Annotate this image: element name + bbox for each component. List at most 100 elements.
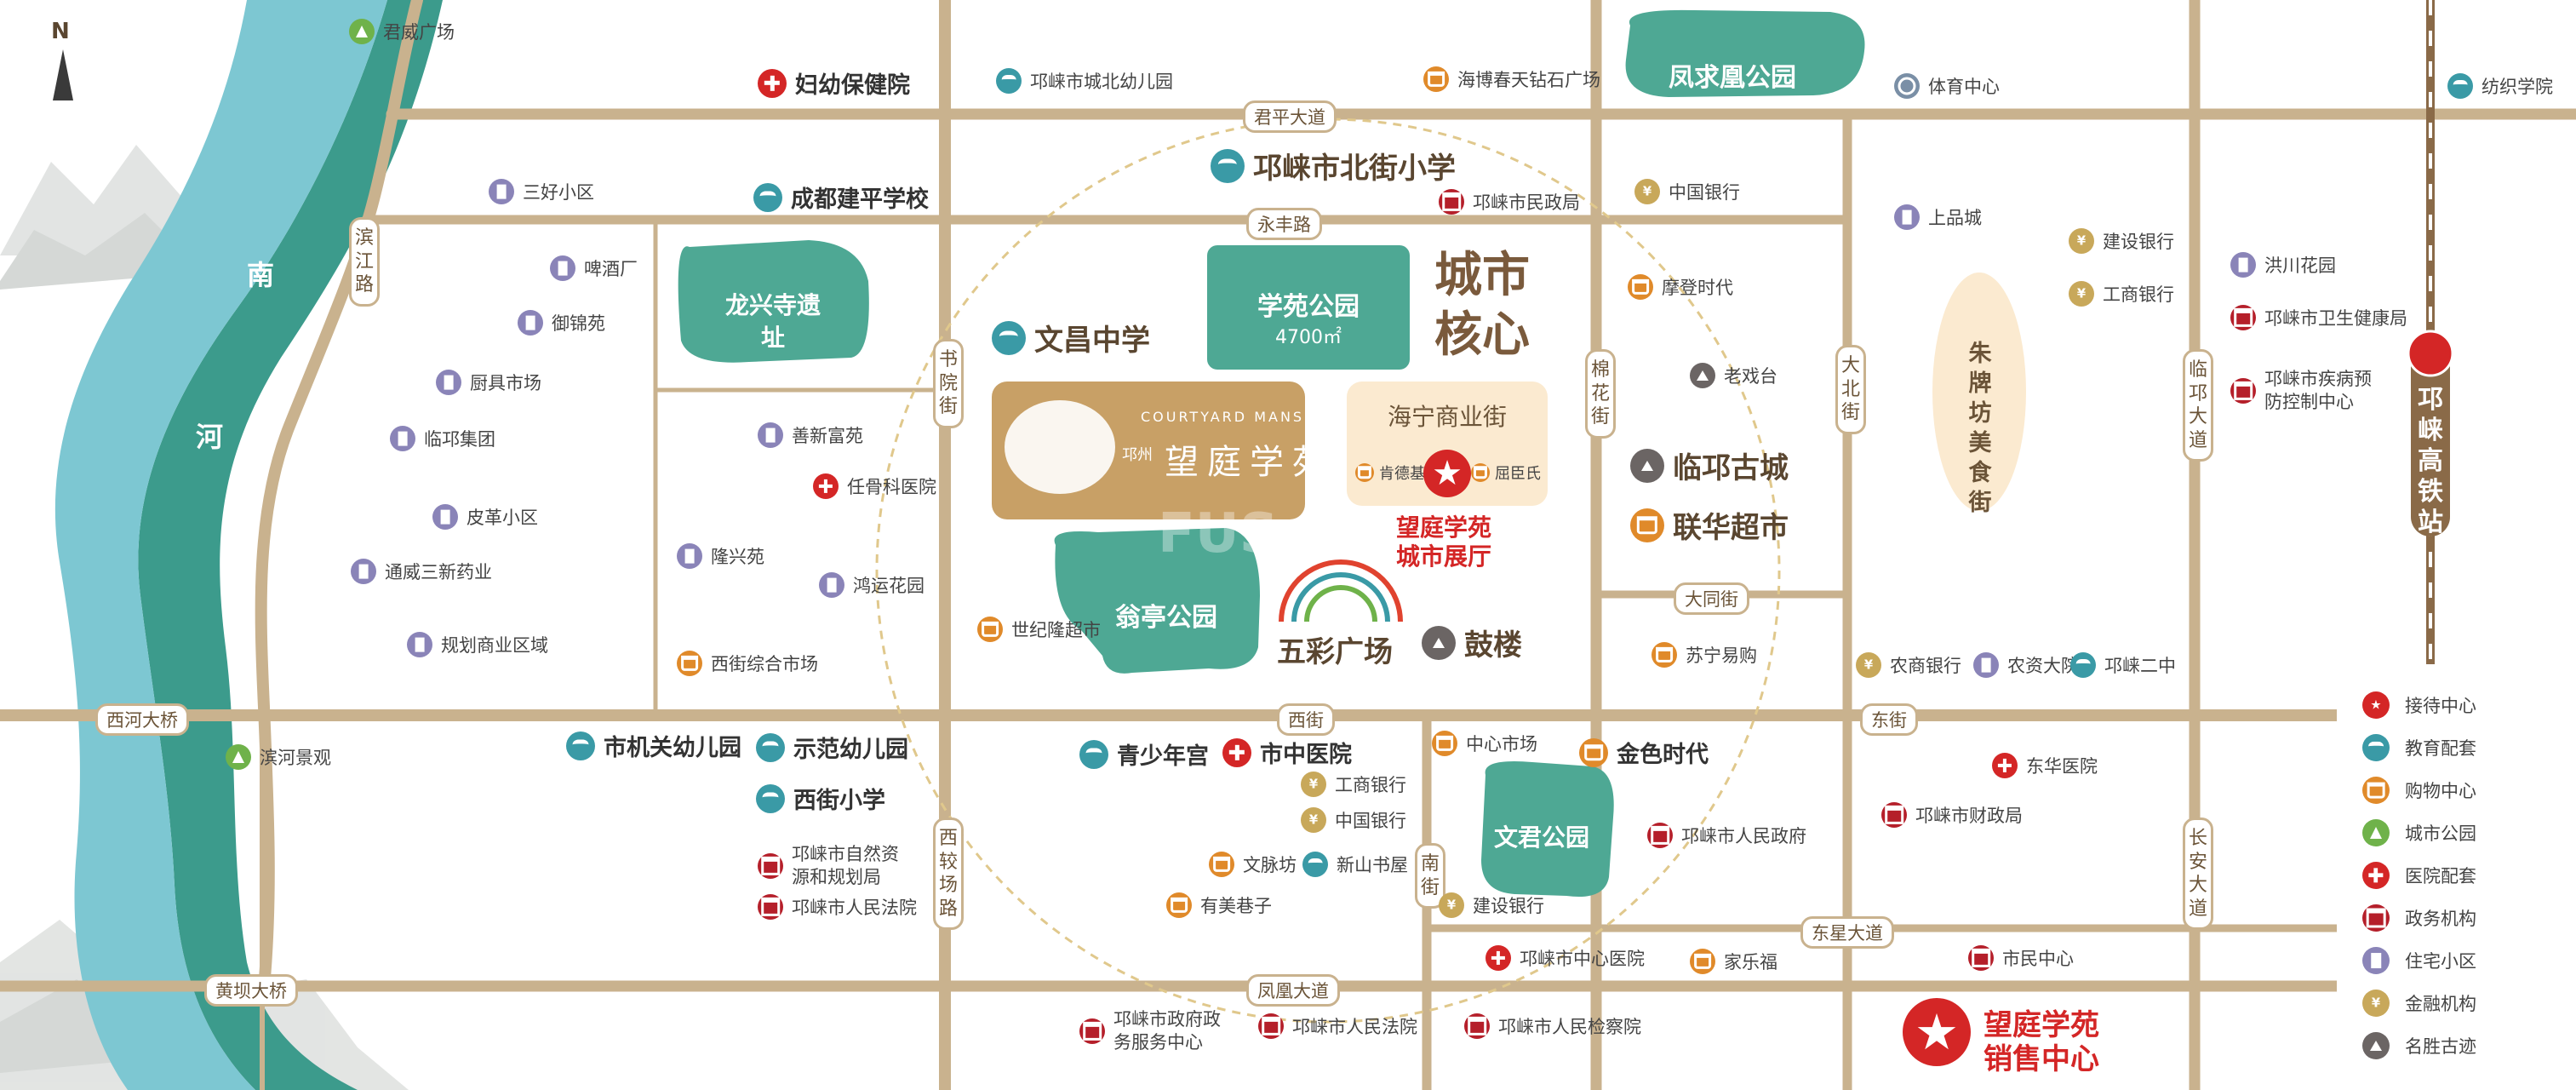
poi-item[interactable]: 邛崃市人民政府 <box>1647 823 1806 848</box>
poi-item[interactable]: 鸿运花园 <box>819 572 924 598</box>
shop-icon <box>1579 737 1608 767</box>
poi-label: 中国银行 <box>1335 811 1406 831</box>
poi-item[interactable]: 邛崃市卫生健康局 <box>2230 305 2407 330</box>
legend-label: 城市公园 <box>2405 823 2476 844</box>
poi-item[interactable]: 西街综合市场 <box>677 651 818 676</box>
poi-item[interactable]: 临邛古城 <box>1630 445 1789 486</box>
poi-item[interactable]: 邛崃市民政局 <box>1439 189 1580 215</box>
poi-item[interactable]: 邛崃市中心医院 <box>1485 945 1645 971</box>
poi-item[interactable]: 老戏台 <box>1690 363 1777 388</box>
poi-item[interactable]: 规划商业区域 <box>407 632 548 657</box>
poi-item[interactable]: 任骨科医院 <box>813 473 936 499</box>
poi-item[interactable]: 邛崃市政府政务服务中心 <box>1079 1008 1224 1055</box>
poi-item[interactable]: 建设银行 <box>1439 892 1544 918</box>
poi-item[interactable]: 新山书屋 <box>1302 852 1408 877</box>
heritage-icon <box>2362 1032 2390 1059</box>
poi-item[interactable]: 西街小学 <box>756 782 885 815</box>
poi-label: 鼓楼 <box>1464 628 1522 663</box>
river-label-south: 南 <box>247 259 275 291</box>
poi-item[interactable]: 文脉坊 <box>1209 852 1297 877</box>
poi-item[interactable]: 示范幼儿园 <box>756 731 908 764</box>
poi-label: 中国银行 <box>1669 182 1740 203</box>
poi-label: 邛崃市疾病预防控制中心 <box>2264 369 2372 413</box>
shop-icon <box>1355 463 1374 482</box>
poi-item[interactable]: 市中医院 <box>1222 736 1352 769</box>
poi-item[interactable]: 邛崃市人民法院 <box>758 894 917 920</box>
poi-label: 体育中心 <box>1928 77 2000 97</box>
poi-label: 西街小学 <box>793 788 885 814</box>
poi-item[interactable]: 邛崃市人民法院 <box>1258 1013 1417 1039</box>
poi-item[interactable]: 成都建平学校 <box>753 181 929 214</box>
poi-item[interactable]: 建设银行 <box>2069 228 2174 254</box>
poi-item[interactable]: 中国银行 <box>1634 179 1740 204</box>
poi-item[interactable]: 啤酒厂 <box>550 255 638 281</box>
poi-item[interactable]: 邛崃市财政局 <box>1881 802 2023 828</box>
poi-item[interactable]: 鼓楼 <box>1422 622 1522 663</box>
gov-icon <box>758 853 783 880</box>
poi-label: 任骨科医院 <box>847 477 936 497</box>
poi-item[interactable]: 市机关幼儿园 <box>566 729 741 762</box>
poi-item[interactable]: 中国银行 <box>1301 807 1406 833</box>
poi-label: 邛崃二中 <box>2104 656 2176 676</box>
poi-item[interactable]: 上品城 <box>1894 204 1982 230</box>
poi-label: 文昌中学 <box>1034 324 1150 358</box>
poi-item[interactable]: 妇幼保健院 <box>758 66 910 100</box>
gov-icon <box>1079 1018 1105 1045</box>
poi-item[interactable]: 邛崃市城北幼儿园 <box>996 68 1173 94</box>
poi-item[interactable]: 农资大院 <box>1973 652 2079 678</box>
poi-item[interactable]: 三好小区 <box>489 179 594 204</box>
poi-item[interactable]: 工商银行 <box>2069 281 2174 307</box>
poi-item[interactable]: 摩登时代 <box>1628 274 1733 300</box>
poi-item[interactable]: 邛崃市自然资源和规划局 <box>758 843 902 890</box>
poi-item[interactable]: 洪川花园 <box>2230 252 2336 278</box>
shop-icon <box>1471 463 1490 482</box>
shop-icon <box>1690 949 1715 974</box>
poi-item[interactable]: 家乐福 <box>1690 949 1777 974</box>
poi-label: 通威三新药业 <box>385 562 492 582</box>
poi-label: 邛崃市政府政务服务中心 <box>1113 1009 1221 1053</box>
poi-item[interactable]: 联华超市 <box>1630 504 1789 546</box>
poi-item[interactable]: 邛崃市北街小学 <box>1211 145 1456 186</box>
poi-item[interactable]: 体育中心 <box>1894 73 2000 99</box>
poi-label: 建设银行 <box>1473 896 1544 916</box>
poi-item[interactable]: 通威三新药业 <box>351 559 492 584</box>
poi-item[interactable]: 苏宁易购 <box>1652 642 1757 668</box>
heritage-icon <box>1422 625 1456 660</box>
poi-item[interactable]: 滨河景观 <box>226 744 331 770</box>
edu-icon <box>1079 739 1108 769</box>
poi-item[interactable]: 世纪隆超市 <box>977 617 1101 642</box>
bank-icon <box>1856 652 1881 678</box>
poi-item[interactable]: 皮革小区 <box>432 504 538 530</box>
poi-item[interactable]: 海博春天钻石广场 <box>1423 66 1600 92</box>
poi-item[interactable]: 青少年宫 <box>1079 737 1209 771</box>
poi-item[interactable]: 御锦苑 <box>518 310 605 336</box>
poi-item[interactable]: 中心市场 <box>1432 731 1537 756</box>
poi-item[interactable]: 文昌中学 <box>992 317 1150 359</box>
bank-icon <box>2362 990 2390 1017</box>
poi-item[interactable]: 农商银行 <box>1856 652 1961 678</box>
poi-item[interactable]: 有美巷子 <box>1166 892 1272 918</box>
poi-item[interactable]: 金色时代 <box>1579 736 1709 769</box>
project-logo-icon <box>1005 400 1115 494</box>
poi-item[interactable]: 工商银行 <box>1301 772 1406 797</box>
poi-kfc[interactable]: 肯德基 <box>1355 462 1425 484</box>
poi-item[interactable]: 邛崃二中 <box>2070 652 2176 678</box>
poi-item[interactable]: 隆兴苑 <box>677 543 764 569</box>
poi-label: 家乐福 <box>1724 952 1777 972</box>
bank-icon <box>1301 772 1326 797</box>
road-linqiong: 临邛大道 <box>2183 349 2213 462</box>
poi-item[interactable]: 邛崃市人民检察院 <box>1464 1013 1641 1039</box>
poi-item[interactable]: 纺织学院 <box>2447 73 2553 99</box>
poi-item[interactable]: 君威广场 <box>349 19 455 44</box>
poi-item[interactable]: 临邛集团 <box>390 426 495 451</box>
poi-item[interactable]: 善新富苑 <box>758 422 863 448</box>
poi-watsons[interactable]: 屈臣氏 <box>1471 462 1541 484</box>
poi-item[interactable]: 市民中心 <box>1968 945 2074 971</box>
poi-label: 市机关幼儿园 <box>604 735 741 761</box>
gov-icon <box>2230 305 2256 330</box>
poi-item[interactable]: 厨具市场 <box>436 370 541 395</box>
road-xijie: 西街 <box>1277 703 1335 736</box>
poi-item[interactable]: 东华医院 <box>1992 753 2098 778</box>
road-fenghuang: 凤凰大道 <box>1246 974 1340 1007</box>
poi-item[interactable]: 邛崃市疾病预防控制中心 <box>2230 368 2375 415</box>
